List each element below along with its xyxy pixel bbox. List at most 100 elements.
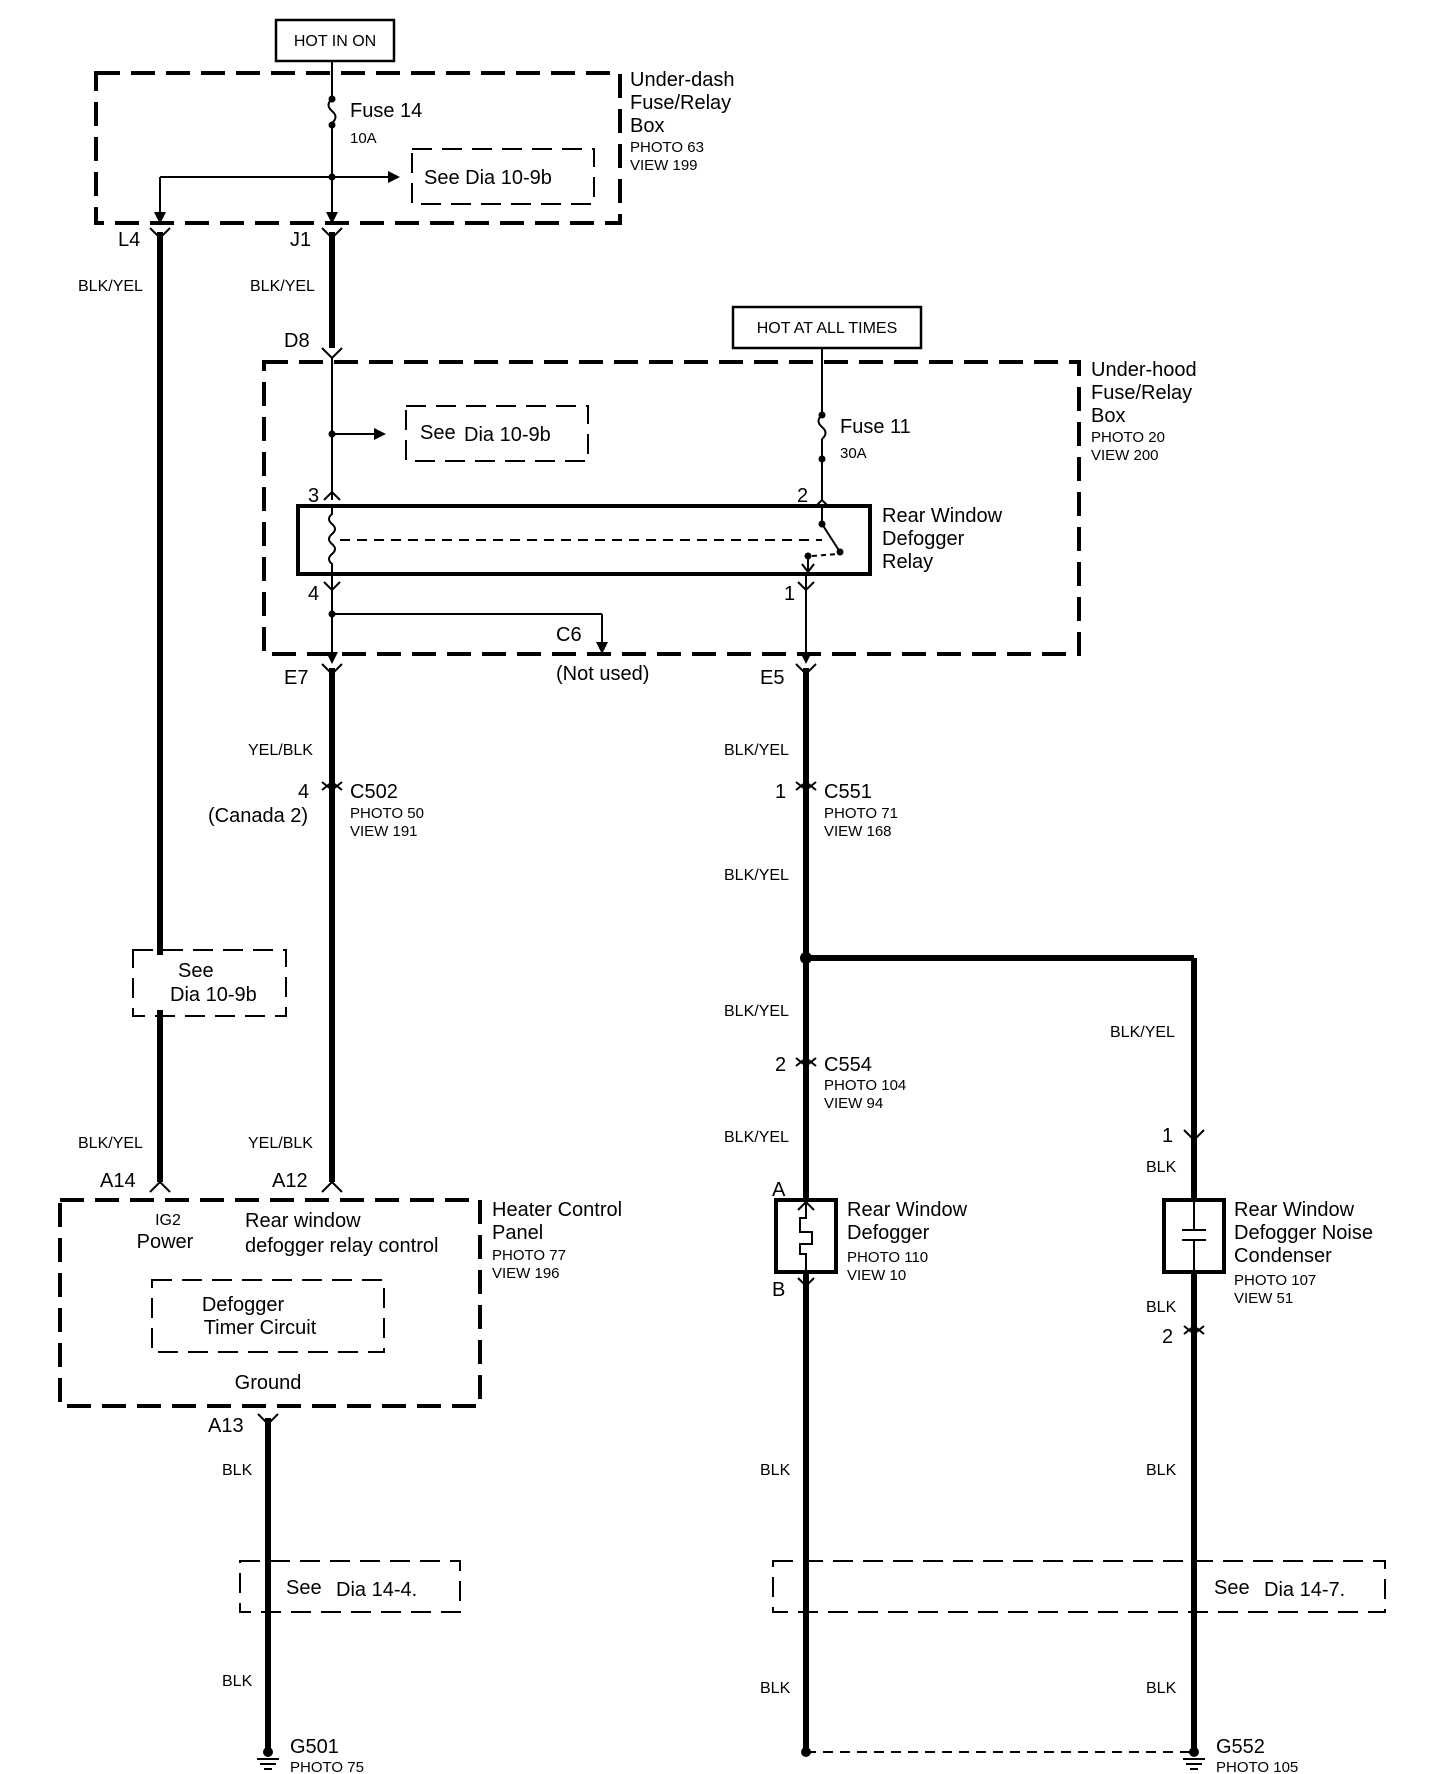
defogger-pin-b: B	[772, 1279, 785, 1301]
c554-photo: PHOTO 104	[824, 1077, 906, 1094]
see-dia-10-9b-ref-left	[132, 949, 287, 1017]
see-dia-10-9b-ref-mid	[405, 405, 589, 462]
under-hood-label-2: Fuse/Relay	[1091, 382, 1192, 404]
relay-pin-4: 4	[308, 583, 319, 605]
hcp-view: VIEW 196	[492, 1265, 560, 1282]
c554-label: C554	[824, 1054, 872, 1076]
connector-condenser-pin1-icon	[1183, 1129, 1205, 1142]
arrow-down-icon	[326, 652, 338, 664]
c502-label: C502	[350, 781, 398, 803]
c502-photo: PHOTO 50	[350, 805, 424, 822]
c502-view: VIEW 191	[350, 823, 418, 840]
c554-pin: 2	[775, 1054, 786, 1076]
wire-color-e7: YEL/BLK	[248, 742, 313, 759]
connector-condenser-pin2-icon	[1183, 1324, 1205, 1336]
pin-a13: A13	[208, 1415, 244, 1437]
wire-color-a12: YEL/BLK	[248, 1135, 313, 1152]
g552-label: G552	[1216, 1736, 1265, 1758]
under-hood-photo: PHOTO 20	[1091, 429, 1165, 446]
see-dia-14-4-ref	[239, 1560, 461, 1613]
c551-view: VIEW 168	[824, 823, 892, 840]
dia-14-7: Dia 14-7.	[1264, 1579, 1345, 1601]
under-hood-label-1: Under-hood	[1091, 359, 1197, 381]
under-dash-label-2: Fuse/Relay	[630, 92, 731, 114]
c502-pin: 4	[298, 781, 309, 803]
hot-at-all-times-label: HOT AT ALL TIMES	[757, 320, 898, 337]
connector-a12-icon	[321, 1180, 343, 1193]
wire-color-a13: BLK	[222, 1462, 253, 1479]
hot-at-all-times-box	[731, 305, 923, 350]
relay-coil-icon	[328, 506, 336, 574]
arrow-down-icon	[596, 642, 608, 654]
hcp-photo: PHOTO 77	[492, 1247, 566, 1264]
under-hood-label-3: Box	[1091, 405, 1125, 427]
wire-color-defogger-g552: BLK	[760, 1680, 791, 1697]
pin-e5: E5	[760, 667, 784, 689]
g501-photo: PHOTO 75	[290, 1759, 364, 1774]
hcp-label-2: Panel	[492, 1222, 543, 1244]
under-hood-fuse-relay-box	[262, 360, 1081, 656]
pin-e7: E7	[284, 667, 308, 689]
not-used-label: (Not used)	[556, 663, 649, 685]
c551-photo: PHOTO 71	[824, 805, 898, 822]
arrow-right-icon	[388, 171, 400, 183]
wire-color-g501: BLK	[222, 1673, 253, 1690]
under-dash-view: VIEW 199	[630, 157, 698, 174]
see-dia-10-9b-top: See Dia 10-9b	[424, 167, 552, 189]
condenser-pin-2: 2	[1162, 1326, 1173, 1348]
pin-a14: A14	[100, 1170, 136, 1192]
connector-c554-icon	[795, 1056, 817, 1068]
arrow-down-icon	[800, 652, 812, 664]
hcp-label-1: Heater Control	[492, 1199, 622, 1221]
connector-c502-icon	[321, 780, 343, 792]
arrow-down-icon	[326, 212, 338, 224]
wire-color-l4: BLK/YEL	[78, 278, 143, 295]
relay-label-1: Rear Window	[882, 505, 1003, 527]
condenser-pin-1: 1	[1162, 1125, 1173, 1147]
see-dia-10-9b-ref-top	[411, 148, 595, 205]
wire-color-c551: BLK/YEL	[724, 867, 789, 884]
under-hood-view: VIEW 200	[1091, 447, 1159, 464]
wire-color-defogger-ground: BLK	[760, 1462, 791, 1479]
wire-color-condenser-ground: BLK	[1146, 1462, 1177, 1479]
power-label: Power	[137, 1231, 194, 1253]
hot-in-on-box	[274, 18, 396, 63]
wire-color-condenser-top: BLK/YEL	[1110, 1024, 1175, 1041]
fuse-11-rating: 30A	[840, 445, 867, 462]
condenser-label-3: Condenser	[1234, 1245, 1332, 1267]
defogger-photo: PHOTO 110	[847, 1249, 928, 1266]
fuse-14-rating: 10A	[350, 130, 377, 147]
relay-pin-3-icon	[323, 490, 341, 501]
relay-label-3: Relay	[882, 551, 933, 573]
condenser-label-2: Defogger Noise	[1234, 1222, 1373, 1244]
g501-label: G501	[290, 1736, 339, 1758]
see-label-left: See	[178, 960, 214, 982]
under-dash-label-3: Box	[630, 115, 664, 137]
condenser-photo: PHOTO 107	[1234, 1272, 1316, 1289]
relay-control-label-1: Rear window	[245, 1210, 361, 1232]
c6-label: C6	[556, 624, 582, 646]
defogger-label-2: Defogger	[847, 1222, 930, 1244]
see-14-7: See	[1214, 1577, 1250, 1599]
relay-pin-3: 3	[308, 485, 319, 507]
c551-label: C551	[824, 781, 872, 803]
under-dash-fuse-relay-box	[94, 71, 622, 225]
relay-switch-icon	[821, 523, 841, 553]
ground-label: Ground	[235, 1372, 302, 1394]
dia-14-4: Dia 14-4.	[336, 1579, 417, 1601]
pin-a12: A12	[272, 1170, 308, 1192]
relay-pin-1: 1	[784, 583, 795, 605]
arrow-down-icon	[154, 212, 166, 224]
condenser-label-1: Rear Window	[1234, 1199, 1355, 1221]
relay-pin-2: 2	[797, 485, 808, 507]
pin-l4: L4	[118, 229, 140, 251]
fuse-11-icon	[817, 414, 827, 440]
wire-color-splice: BLK/YEL	[724, 1003, 789, 1020]
fuse-11-label: Fuse 11	[840, 416, 911, 438]
dia-10-9b-left: Dia 10-9b	[170, 984, 257, 1006]
relay-label-2: Defogger	[882, 528, 965, 550]
connector-c551-icon	[795, 780, 817, 792]
relay-control-label-2: defogger relay control	[245, 1235, 438, 1257]
see-14-4: See	[286, 1577, 322, 1599]
